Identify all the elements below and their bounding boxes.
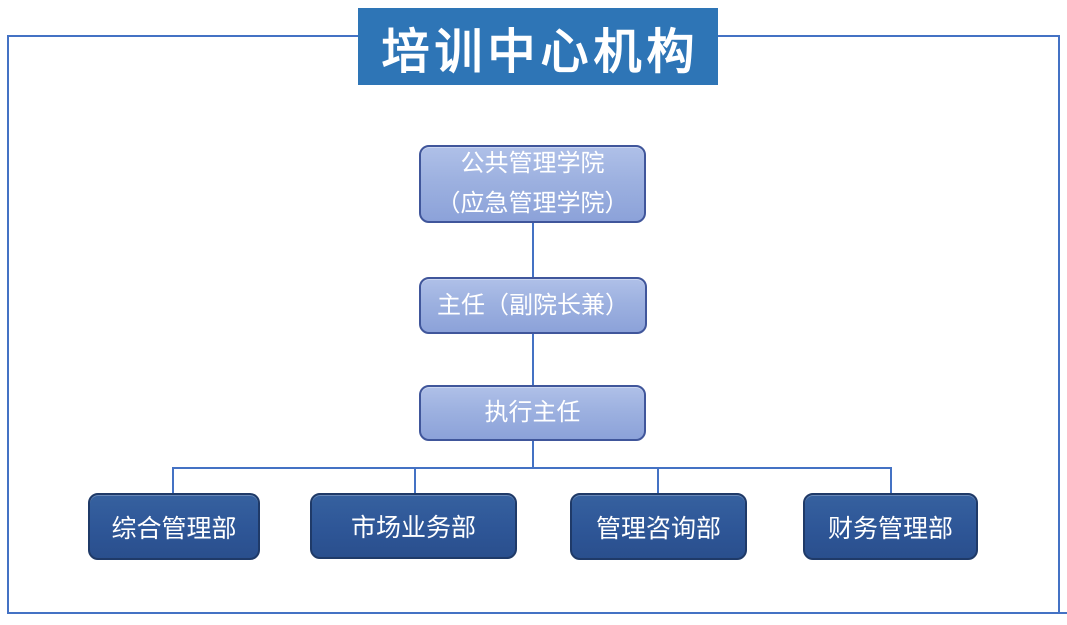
frame-top-left-segment [7,35,358,37]
org-node-director: 主任（副院长兼） [419,277,647,334]
org-node-dept-label: 管理咨询部 [595,515,721,543]
org-node-director-label: 主任（副院长兼） [437,292,629,319]
connector-rail [172,467,892,469]
org-node-executive: 执行主任 [419,385,646,441]
org-node-dept-general-management: 综合管理部 [88,493,260,560]
org-node-dept-management-consulting: 管理咨询部 [570,493,747,560]
frame-right-edge [1058,35,1060,613]
connector-director-to-executive [532,334,534,385]
frame-left-edge [7,35,9,613]
frame-top-right-segment [718,35,1060,37]
page-title: 培训中心机构 [358,8,718,85]
frame-bottom-edge [7,612,1067,614]
org-node-dept-label: 财务管理部 [827,515,953,543]
connector-drop-dept-4 [890,468,892,493]
org-node-dept-financial-management: 财务管理部 [803,493,978,560]
org-node-root-line1: 公共管理学院 [460,151,605,177]
org-node-executive-label: 执行主任 [484,400,581,426]
connector-drop-dept-3 [657,468,659,493]
org-node-dept-market-business: 市场业务部 [310,493,517,559]
org-node-root: 公共管理学院 （应急管理学院） [419,145,646,223]
connector-root-to-director [532,223,534,277]
connector-executive-to-rail [532,441,534,468]
page-title-text: 培训中心机构 [381,25,700,79]
org-node-dept-label: 综合管理部 [111,515,237,543]
org-node-dept-label: 市场业务部 [350,515,476,542]
org-node-root-line2: （应急管理学院） [436,191,629,217]
connector-drop-dept-1 [172,468,174,493]
connector-drop-dept-2 [414,468,416,493]
